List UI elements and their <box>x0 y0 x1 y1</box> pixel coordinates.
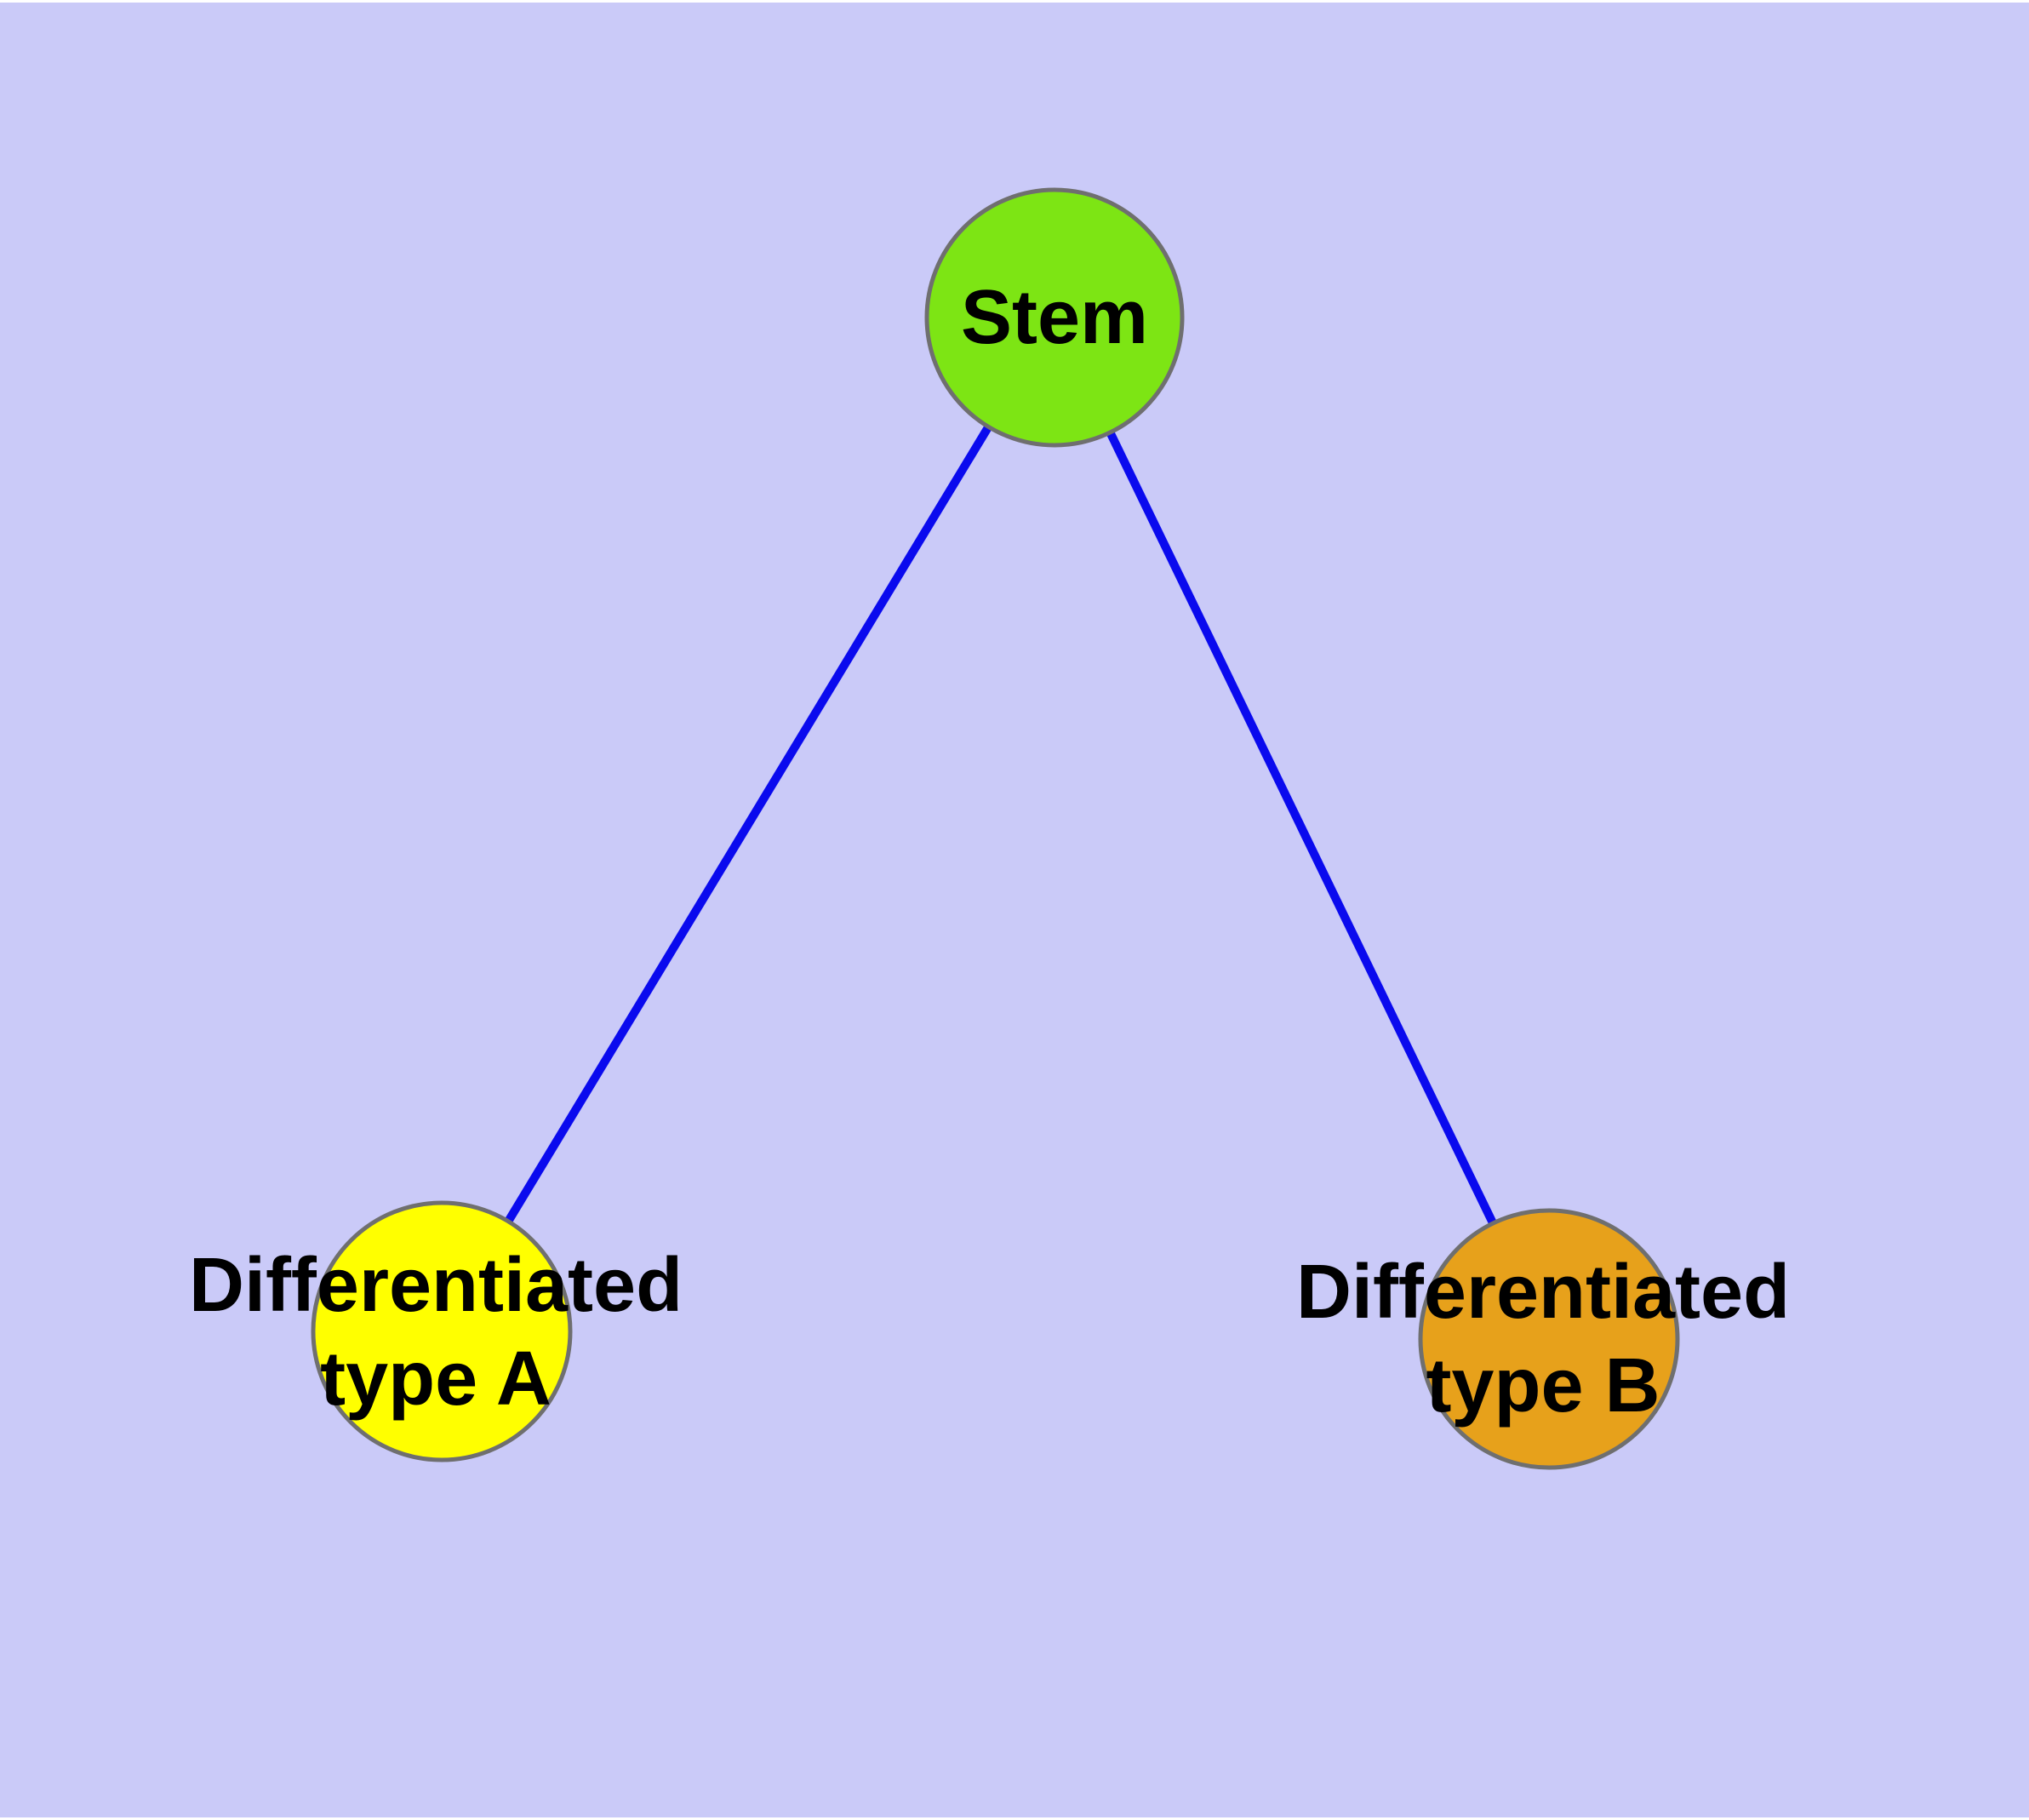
node-type-a-circle <box>311 1200 573 1462</box>
node-type-b-label-line2: type B <box>1426 1343 1660 1428</box>
node-type-b-circle <box>1418 1208 1680 1470</box>
node-stem-label: Stem <box>961 271 1148 364</box>
node-stem-circle <box>924 187 1185 448</box>
node-stem-label-text: Stem <box>960 275 1149 360</box>
graph-svg <box>311 187 1680 1470</box>
node-type-b-label: Differentiated type B <box>1296 1245 1790 1433</box>
edge-stem-to-type-a <box>437 315 1059 1334</box>
node-type-a-label: Differentiated type A <box>189 1239 683 1426</box>
node-type-a-label-line1: Differentiated <box>188 1243 683 1328</box>
edge-stem-to-type-b <box>1050 315 1553 1342</box>
diagram-canvas: Stem Differentiated type A Differentiate… <box>0 3 2029 1817</box>
node-type-b-label-line1: Differentiated <box>1295 1250 1791 1335</box>
node-type-a-label-line2: type A <box>320 1336 552 1422</box>
